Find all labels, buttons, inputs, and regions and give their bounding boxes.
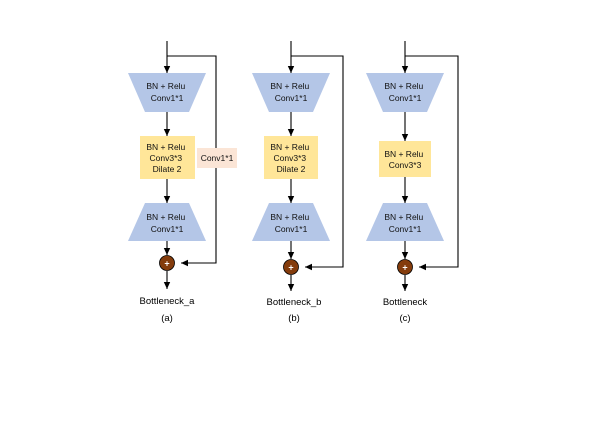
add-node-c: + [397, 259, 413, 275]
caption-name-b: Bottleneck_b [267, 297, 322, 308]
conv3x3-block-c [379, 141, 431, 177]
skip-line-lower-a [181, 168, 217, 267]
conv1x1-bottom-label-c: BN + Relu Conv1*1 [384, 212, 425, 234]
add-node-b: + [283, 259, 299, 275]
conv3x3-label-a: BN + Relu Conv3*3 Dilate 2 [146, 142, 187, 174]
conv3x3-label-b: BN + Relu Conv3*3 Dilate 2 [270, 142, 311, 174]
conv1x1-top-block-c [366, 73, 444, 112]
caption-letter-b: (b) [288, 313, 300, 324]
caption-name-a: Bottleneck_a [140, 296, 196, 307]
skip-line-b [291, 55, 344, 271]
skip-line-upper-a [167, 55, 217, 148]
caption-letter-c: (c) [399, 313, 410, 324]
conv1x1-bottom-block-b [252, 203, 330, 241]
conv1x1-top-label-a: BN + Relu Conv1*1 [146, 81, 187, 103]
panel-c: BN + Relu Conv1*1 BN + Relu Conv3*3 BN +… [366, 41, 459, 324]
plus-icon: + [288, 263, 293, 273]
add-node-a: + [159, 255, 175, 271]
plus-icon: + [402, 263, 407, 273]
caption-name-c: Bottleneck [383, 297, 428, 308]
conv1x1-top-label-c: BN + Relu Conv1*1 [384, 81, 425, 103]
caption-letter-a: (a) [161, 313, 173, 324]
conv1x1-bottom-label-a: BN + Relu Conv1*1 [146, 212, 187, 234]
conv1x1-bottom-label-b: BN + Relu Conv1*1 [270, 212, 311, 234]
conv3x3-dilate-block-b [264, 136, 318, 179]
panel-a: BN + Relu Conv1*1 BN + Relu Conv3*3 Dila… [128, 41, 237, 324]
conv3x3-dilate-block-a [140, 136, 195, 179]
conv1x1-top-block-a [128, 73, 206, 112]
conv1x1-bottom-block-c [366, 203, 444, 241]
shortcut-conv1x1-block-a [197, 148, 237, 168]
plus-icon: + [164, 259, 169, 269]
conv3x3-label-c: BN + Relu Conv3*3 [384, 149, 425, 170]
panel-b: BN + Relu Conv1*1 BN + Relu Conv3*3 Dila… [252, 41, 344, 324]
skip-line-c [405, 55, 459, 271]
conv1x1-bottom-block-a [128, 203, 206, 241]
shortcut-conv1x1-label-a: Conv1*1 [201, 153, 234, 163]
conv1x1-top-label-b: BN + Relu Conv1*1 [270, 81, 311, 103]
conv1x1-top-block-b [252, 73, 330, 112]
